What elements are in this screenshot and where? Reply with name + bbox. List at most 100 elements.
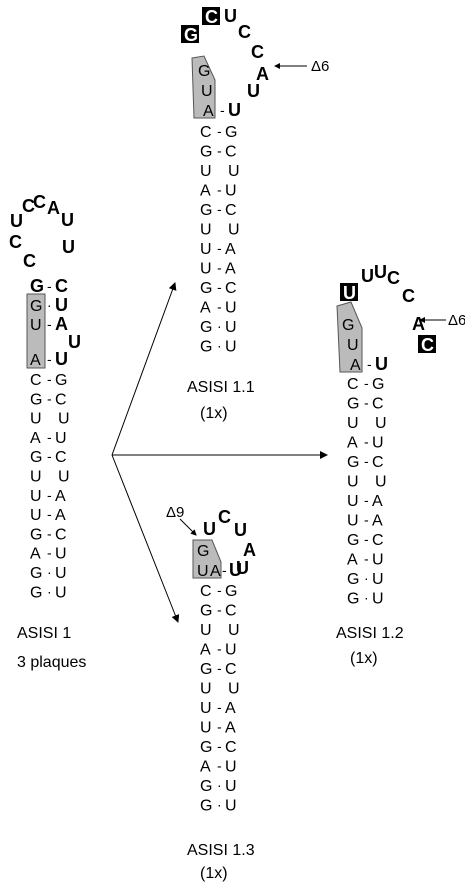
loop-nt: A xyxy=(412,314,425,334)
pair-mark: - xyxy=(217,641,222,657)
loop-nt: U xyxy=(236,558,249,578)
left-nt: G xyxy=(30,584,42,601)
pair-mark: - xyxy=(217,582,222,598)
bulge-nt: U xyxy=(68,332,81,352)
sublabel-asisi-1: 3 plaques xyxy=(17,654,86,671)
left-stem-nt: G xyxy=(197,543,209,560)
pair-mark: · xyxy=(364,590,369,606)
left-nt: G xyxy=(347,396,359,413)
right-nt: G xyxy=(55,372,67,389)
loop-nt: U xyxy=(343,283,356,303)
loop-nt: U xyxy=(61,210,74,230)
left-nt: G xyxy=(200,603,212,620)
label-asisi-1: ASISI 1 xyxy=(17,625,71,642)
pair-mark: · xyxy=(217,338,222,354)
loop-asisi-1-2: U U U C C A C xyxy=(343,262,434,355)
left-nt: A xyxy=(200,183,211,200)
pair-mark: - xyxy=(217,602,222,618)
right-nt: U xyxy=(55,430,67,447)
left-nt: G xyxy=(30,526,42,543)
pair-mark: - xyxy=(364,531,369,547)
label-asisi-1-2: ASISI 1.2 xyxy=(336,625,404,642)
right-nt: C xyxy=(372,396,384,413)
sublabel-asisi-1-1: (1x) xyxy=(200,405,228,422)
left-nt: G xyxy=(200,739,212,756)
pair-mark: - xyxy=(367,356,372,372)
left-nt: U xyxy=(347,493,359,510)
loop-asisi-1: U C C A U C U C xyxy=(9,192,75,271)
loop-nt: U xyxy=(234,520,247,540)
pair-mark: - xyxy=(47,545,52,561)
loop-nt: U xyxy=(62,237,75,257)
left-nt: C xyxy=(200,583,212,600)
pair-mark: · xyxy=(217,318,222,334)
right-nt: U xyxy=(225,300,237,317)
right-nt: U xyxy=(225,183,237,200)
right-nt: U xyxy=(225,319,237,336)
left-nt: G xyxy=(30,565,42,582)
pair-mark: - xyxy=(217,201,222,217)
left-nt: U xyxy=(200,163,212,180)
loop-nt: U xyxy=(224,6,237,26)
loop-nt: C xyxy=(22,196,35,216)
right-nt: C xyxy=(55,276,68,296)
left-stem-nt: A xyxy=(210,563,221,580)
sublabel-asisi-1-2: (1x) xyxy=(350,650,378,667)
right-nt: U xyxy=(225,798,237,815)
right-stem-nt: U xyxy=(375,354,388,374)
loop-nt: C xyxy=(205,7,218,27)
label-asisi-1-1: ASISI 1.1 xyxy=(187,379,255,396)
loop-nt: C xyxy=(387,268,400,288)
right-nt: G xyxy=(225,583,237,600)
pair-mark: - xyxy=(364,395,369,411)
deletion-label: Δ6 xyxy=(448,312,465,329)
left-nt: G xyxy=(347,532,359,549)
left-nt: G xyxy=(347,454,359,471)
right-nt: C xyxy=(372,454,384,471)
loop-nt: C xyxy=(33,192,46,212)
loop-nt: U xyxy=(10,211,23,231)
left-nt: U xyxy=(200,720,212,737)
pair-mark: · xyxy=(47,297,52,313)
pair-mark: - xyxy=(364,551,369,567)
right-nt: A xyxy=(372,493,383,510)
left-nt: A xyxy=(347,552,358,569)
pair-mark: - xyxy=(217,299,222,315)
pair-mark: - xyxy=(217,738,222,754)
left-nt: U xyxy=(30,317,42,334)
loop-asisi-1-1: G C U C C A U xyxy=(184,6,269,101)
left-nt: G xyxy=(30,298,42,315)
pair-mark: - xyxy=(47,371,52,387)
right-nt: C xyxy=(225,661,237,678)
pair-mark: - xyxy=(217,182,222,198)
right-nt: U xyxy=(55,565,67,582)
left-stem-nt: U xyxy=(197,563,209,580)
right-nt: U xyxy=(225,642,237,659)
right-nt: U xyxy=(372,591,384,608)
shaded-region xyxy=(192,539,222,579)
pair-mark: - xyxy=(364,375,369,391)
right-nt: A xyxy=(225,720,236,737)
right-nt: U xyxy=(228,163,240,180)
right-nt: A xyxy=(55,507,66,524)
right-nt: A xyxy=(372,513,383,530)
left-stem-nt: G xyxy=(342,317,354,334)
right-nt: C xyxy=(55,391,67,408)
right-nt: U xyxy=(372,571,384,588)
left-stem-nt: U xyxy=(201,83,213,100)
right-nt: U xyxy=(55,349,68,369)
right-nt: U xyxy=(372,552,384,569)
pair-mark: - xyxy=(217,699,222,715)
left-nt: U xyxy=(30,488,42,505)
left-nt: G xyxy=(30,391,42,408)
deletion-arrow xyxy=(179,518,197,536)
shaded-region xyxy=(191,55,216,119)
loop-nt: G xyxy=(184,25,198,45)
left-stem-nt: G xyxy=(198,63,210,80)
pair-mark: · xyxy=(364,570,369,586)
loop-nt: C xyxy=(218,507,231,527)
